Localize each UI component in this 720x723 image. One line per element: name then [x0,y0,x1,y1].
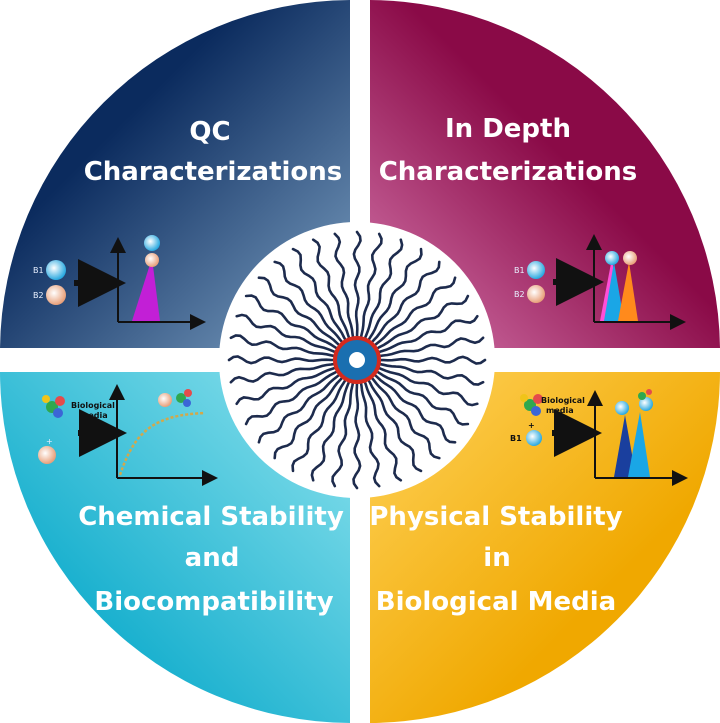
micelle-core-center [349,352,365,368]
physical-peak-light [628,412,650,477]
polymer-strand [333,232,355,340]
polymer-strand [376,366,479,407]
polymer-strand [359,380,381,488]
media-label-2: media [546,406,574,415]
protein-icon [42,395,65,418]
protein-icon [520,394,543,416]
media-label-1: Biological [541,396,585,405]
in-depth-title-line2: Characterizations [379,157,638,187]
plus-sign: + [528,421,535,430]
polymer-strand [377,362,485,386]
chemical-curve [118,411,206,476]
polymer-strand [227,355,337,365]
plus-sign: + [46,437,53,446]
protein-icon [638,389,652,400]
in-depth-peak-blue [604,262,624,321]
polymer-strand [372,276,457,348]
polymer-strand [310,379,351,482]
in-depth-peak-orange [618,262,638,321]
polymer-strand [244,294,340,351]
polymer-strand [273,260,345,345]
qc-peak [132,258,160,321]
polymer-strand [291,377,348,473]
media-label-1: Biological [71,401,115,410]
bead-peak-icon [605,251,619,265]
micelle-illustration [227,230,487,490]
in-depth-b1-label: B1 [514,266,525,275]
in-depth-b2-label: B2 [514,290,525,299]
polymer-strand [363,238,404,341]
polymer-strand [229,362,337,384]
polymer-strand [352,230,362,340]
polymer-strand [363,379,403,482]
polymer-strand [235,366,338,406]
chemical-title-line3: Biocompatibility [94,587,333,617]
chemical-title-line2: and [185,543,240,573]
chemical-mini-diagram: Biological media + [38,384,218,486]
polymer-strand [374,294,470,351]
physical-title-line1: Physical Stability [369,502,622,532]
qc-title-line2: Characterizations [84,157,343,187]
polymer-strand [257,372,342,444]
polymer-strand [377,336,485,358]
media-label-2: media [80,411,108,420]
polymer-strand [291,247,348,343]
qc-mini-diagram: B1 B2 [33,235,206,330]
bead-icon [38,446,56,464]
polymer-strand [244,369,340,426]
in-depth-title-line1: In Depth [445,114,571,144]
physical-title-line3: Biological Media [376,587,616,617]
bead-icon [526,430,542,446]
bead-peak2-icon [145,253,159,267]
polymer-strand [369,375,441,460]
bead-peak2-icon [639,397,653,411]
physical-title-line2: in [483,543,510,573]
polymer-strand [311,238,351,341]
polymer-strand [229,334,337,358]
bead-b1-icon [46,260,66,280]
bead-b1-icon [527,261,545,279]
qc-b1-label: B1 [33,266,44,275]
polymer-strand [376,314,479,354]
bead-peak-icon [144,235,160,251]
polymer-strand [273,375,345,460]
bead-b2-icon [46,285,66,305]
polymer-strand [377,355,487,365]
bead-peak2-icon [623,251,637,265]
polymer-strand [372,372,457,444]
polymer-strand [352,380,362,490]
polymer-strand [331,380,355,488]
chemical-title-line1: Chemical Stability [78,502,344,532]
b1-label: B1 [510,434,522,443]
physical-peak-dark [614,415,636,477]
bead-icon [158,393,172,407]
physical-mini-diagram: Biological media + B1 [510,389,688,486]
polymer-strand [374,369,470,426]
in-depth-mini-diagram: B1 B2 [514,234,686,330]
polymer-strand [369,260,441,345]
polymer-strand [257,276,342,348]
polymer-strand [235,313,338,354]
bead-b2-icon [527,285,545,303]
qc-title-line1: QC [189,117,230,147]
bead-peak-icon [615,401,629,415]
polymer-strand [366,247,423,343]
polymer-strand [359,232,383,340]
qc-b2-label: B2 [33,291,44,300]
polymer-strand [366,377,423,473]
protein-icon [176,389,192,407]
